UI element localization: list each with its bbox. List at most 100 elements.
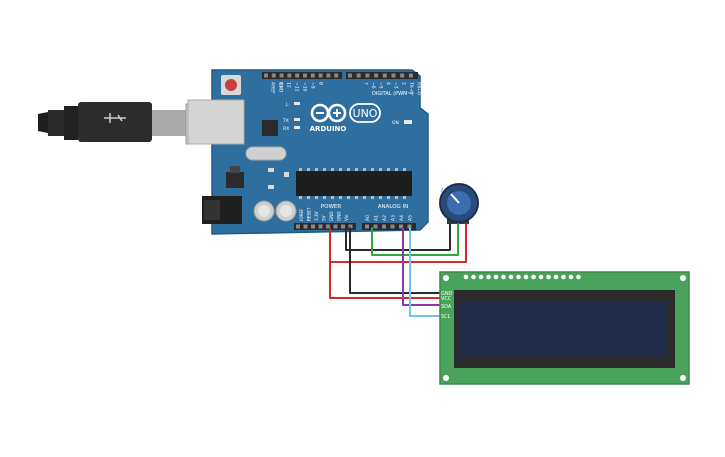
lcd-pin-pad xyxy=(486,274,491,280)
header-pin[interactable] xyxy=(333,224,338,229)
potentiometer[interactable] xyxy=(439,183,479,224)
chip-leg xyxy=(331,196,334,199)
usb-jack xyxy=(187,99,245,145)
wire-pot-gnd[interactable] xyxy=(345,223,451,251)
chip-leg xyxy=(395,168,398,171)
top-header-right xyxy=(346,72,418,79)
header-pin[interactable] xyxy=(348,224,353,229)
header-pin[interactable] xyxy=(303,73,307,78)
lcd-pin-pad xyxy=(546,274,551,280)
header-pin[interactable] xyxy=(279,73,284,78)
wire-lcd-vcc[interactable] xyxy=(329,261,453,299)
lcd-pin-pad xyxy=(501,274,506,280)
logo-infinity-right xyxy=(327,103,347,123)
led-rx xyxy=(294,126,300,129)
top-pin-label: RX←0 xyxy=(416,82,422,95)
header-pin[interactable] xyxy=(348,73,352,78)
chip-leg xyxy=(387,168,390,171)
usb-cable-grip-1 xyxy=(48,110,64,136)
top-pin-label: AREF xyxy=(270,82,276,94)
power-pin-label: Vin xyxy=(344,214,349,221)
chip-leg xyxy=(379,168,382,171)
top-pin-label: ~6 xyxy=(370,82,376,89)
led-l-label: L xyxy=(286,102,289,108)
header-pin[interactable] xyxy=(399,224,403,229)
top-pin-label: 13 xyxy=(278,82,284,88)
top-pin-label: ~5 xyxy=(378,82,384,89)
usb-plug-body xyxy=(78,102,152,142)
chip-leg xyxy=(347,196,350,199)
header-pin[interactable] xyxy=(334,73,339,78)
usb-interface-chip xyxy=(262,120,278,136)
header-pin[interactable] xyxy=(373,224,378,229)
chip-leg xyxy=(299,168,302,171)
header-pin[interactable] xyxy=(311,224,315,229)
led-on xyxy=(404,120,412,124)
lcd-screen xyxy=(460,302,667,355)
lcd-pin-pad xyxy=(568,274,574,280)
header-pin[interactable] xyxy=(391,73,396,78)
led-tx-label: TX xyxy=(282,118,289,124)
lcd-pin-label: SCL xyxy=(441,314,451,320)
wire-pot-signal[interactable] xyxy=(371,223,459,256)
header-pin[interactable] xyxy=(407,224,412,229)
wire-pot-vcc[interactable] xyxy=(329,223,467,263)
wire-lcd-sda[interactable] xyxy=(402,227,453,306)
header-pin[interactable] xyxy=(271,73,276,78)
digital-header-label: DIGITAL (PWM~) xyxy=(372,91,414,97)
header-pin[interactable] xyxy=(390,224,395,229)
header-pin[interactable] xyxy=(264,73,268,78)
analog-header-label: ANALOG IN xyxy=(378,204,409,210)
header-pin[interactable] xyxy=(310,73,315,78)
header-pin[interactable] xyxy=(365,224,369,229)
analog-pin-label: A1 xyxy=(374,215,380,221)
lcd-pin-pad xyxy=(576,274,581,280)
header-pin[interactable] xyxy=(296,224,300,229)
analog-pin-label: A5 xyxy=(408,215,414,221)
lcd-mount-hole-tr xyxy=(680,275,686,281)
analog-pin-label: A3 xyxy=(391,215,397,221)
lcd-pin-pad xyxy=(478,274,484,280)
top-pin-label: TX→1 xyxy=(408,81,414,95)
header-pin[interactable] xyxy=(341,224,345,229)
header-pin[interactable] xyxy=(400,73,405,78)
chip-leg xyxy=(355,196,358,199)
header-pin[interactable] xyxy=(382,224,386,229)
power-pin-label: IOREF xyxy=(299,208,304,221)
lcd-pin-pad xyxy=(508,274,514,280)
chip-leg xyxy=(371,196,374,199)
led-tx xyxy=(294,118,300,121)
chip-leg xyxy=(371,168,374,171)
reset-button[interactable] xyxy=(225,79,237,91)
header-pin[interactable] xyxy=(374,73,379,78)
header-pin[interactable] xyxy=(365,73,370,78)
header-pin[interactable] xyxy=(326,224,330,229)
chip-leg xyxy=(339,196,342,199)
chip-leg xyxy=(339,168,342,171)
header-pin[interactable] xyxy=(318,224,323,229)
header-pin[interactable] xyxy=(408,73,413,78)
capacitor-1-top xyxy=(258,205,270,217)
usb-cable-strain-relief xyxy=(38,112,48,133)
header-pin[interactable] xyxy=(326,73,331,78)
wire-lcd-scl[interactable] xyxy=(409,227,453,317)
header-pin[interactable] xyxy=(382,73,387,78)
top-header-left xyxy=(262,72,342,79)
wires xyxy=(329,223,467,317)
top-pin-holes xyxy=(264,73,413,78)
chip-leg xyxy=(347,168,350,171)
chip-leg xyxy=(363,168,366,171)
header-pin[interactable] xyxy=(356,73,361,78)
wire-lcd-gnd[interactable] xyxy=(349,227,453,294)
header-pin[interactable] xyxy=(295,73,300,78)
atmega-microcontroller xyxy=(296,171,412,196)
header-pin[interactable] xyxy=(318,73,323,78)
header-pin[interactable] xyxy=(287,73,292,78)
header-pin[interactable] xyxy=(303,224,308,229)
